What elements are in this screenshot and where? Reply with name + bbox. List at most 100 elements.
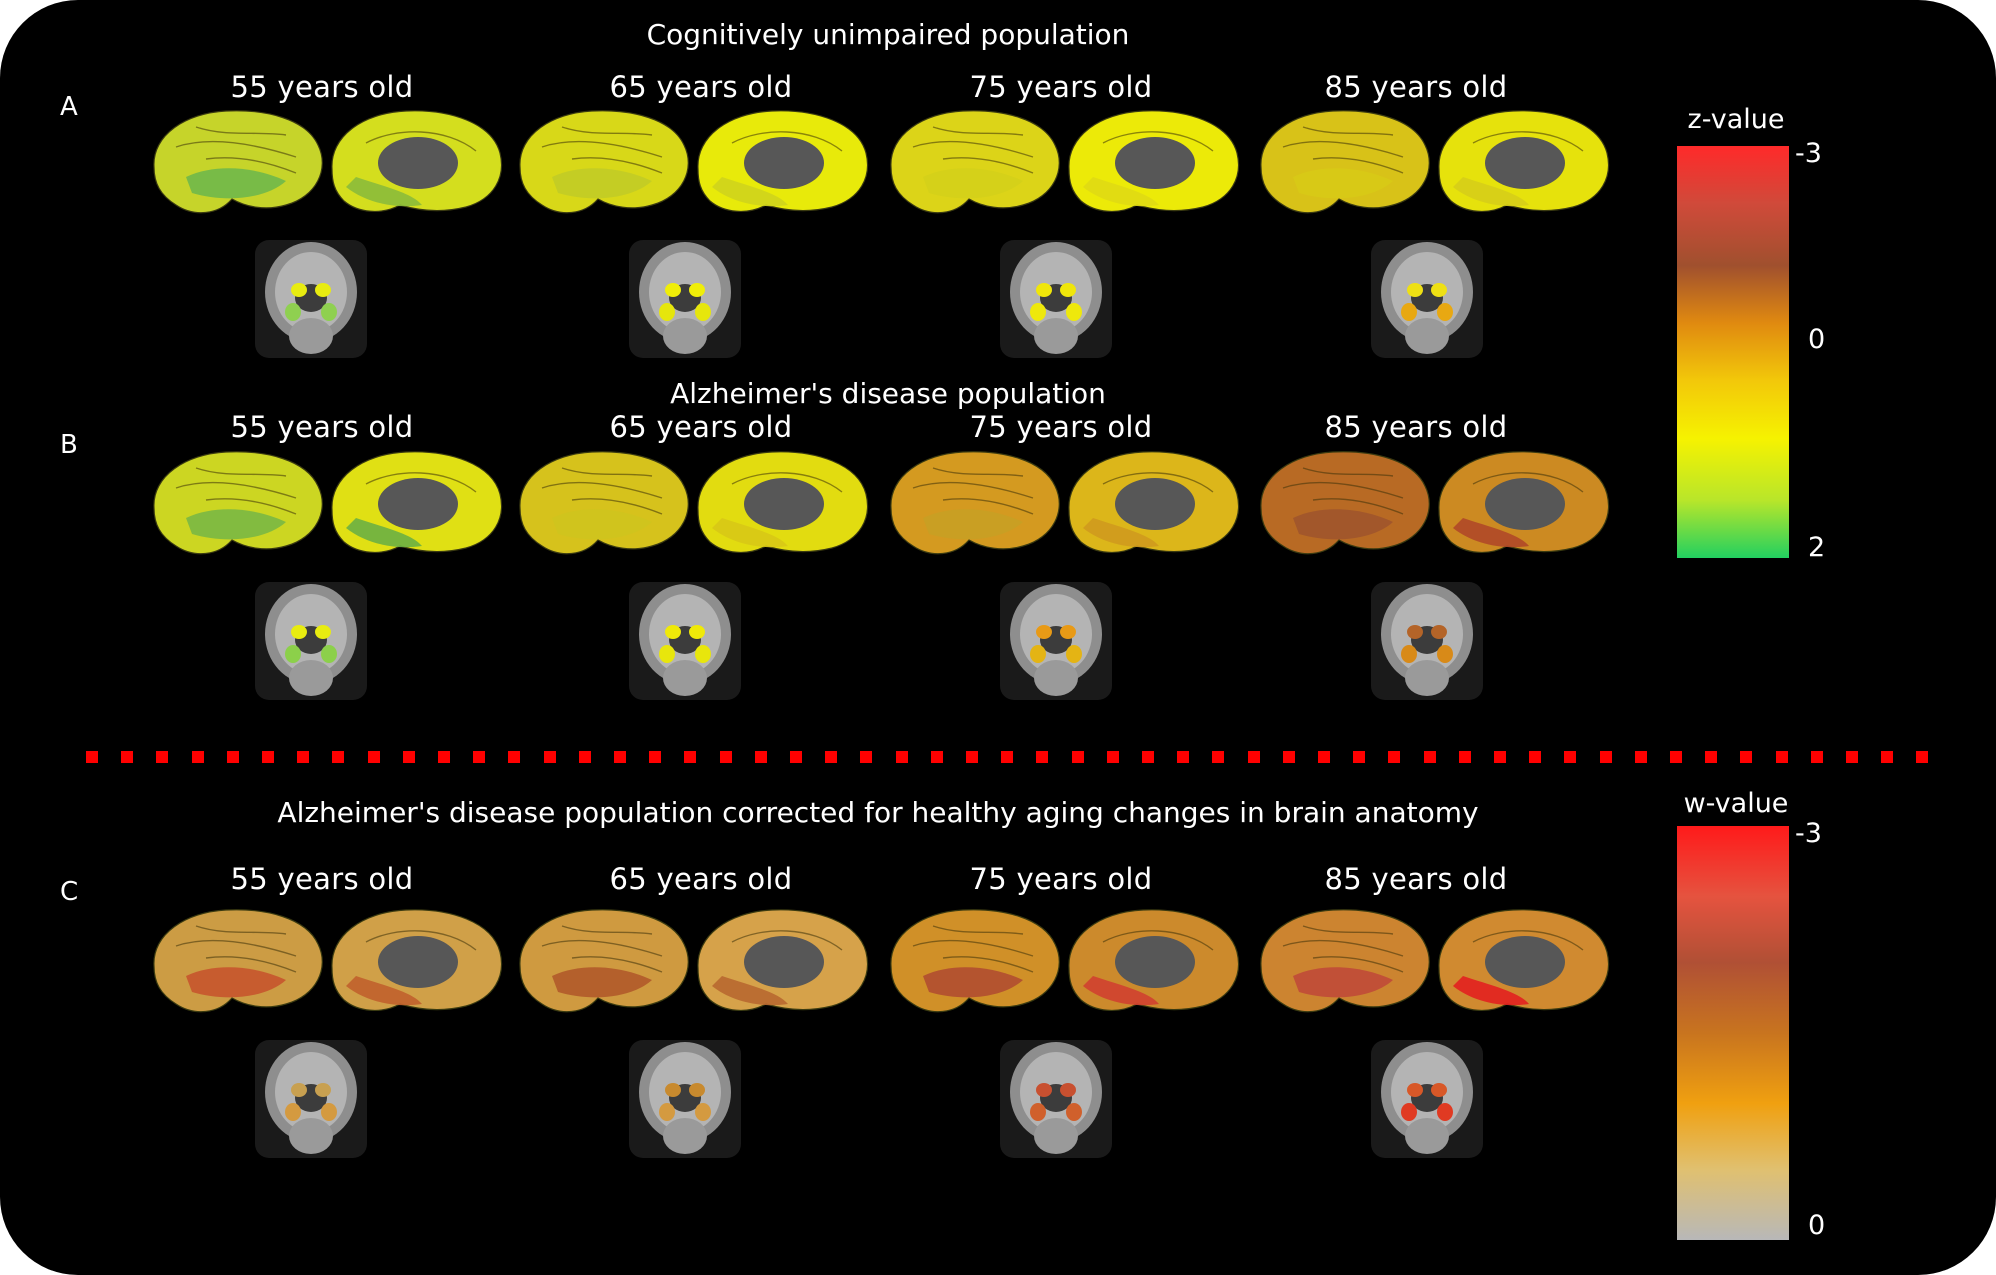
mri-coronal-slice <box>255 582 367 700</box>
divider-dot <box>790 751 802 763</box>
brain-lateral-view <box>153 909 323 1013</box>
divider-dot <box>1705 751 1717 763</box>
brain-lateral-view <box>153 451 323 555</box>
divider-dot <box>227 751 239 763</box>
divider-dot <box>1529 751 1541 763</box>
mri-coronal-slice <box>1371 1040 1483 1158</box>
age-label: 85 years old <box>1324 70 1508 104</box>
brain-medial-view <box>331 451 502 553</box>
colorbar-w <box>1677 826 1789 1240</box>
mri-coronal-slice <box>255 240 367 358</box>
divider-dot <box>1212 751 1224 763</box>
divider-dot <box>262 751 274 763</box>
brain-medial-view <box>331 110 502 212</box>
panel-a-label: A <box>60 92 78 122</box>
divider-dot <box>1142 751 1154 763</box>
divider-dot <box>755 751 767 763</box>
brain-lateral-view <box>519 451 689 555</box>
divider-dot <box>896 751 908 763</box>
divider-dot <box>1353 751 1365 763</box>
brain-medial-view <box>1438 909 1609 1011</box>
mri-coronal-slice <box>1000 1040 1112 1158</box>
divider-dot <box>1107 751 1119 763</box>
divider-dot <box>1881 751 1893 763</box>
colorbar-z-tick: 2 <box>1808 532 1826 563</box>
panel-c-label: C <box>60 877 79 907</box>
divider-dot <box>297 751 309 763</box>
age-label: 75 years old <box>969 862 1153 896</box>
divider-dot <box>473 751 485 763</box>
brain-lateral-view <box>1260 909 1430 1013</box>
brain-medial-view <box>1068 110 1239 212</box>
divider-dot <box>579 751 591 763</box>
age-label: 85 years old <box>1324 862 1508 896</box>
brain-medial-view <box>697 110 868 212</box>
divider-dot <box>1424 751 1436 763</box>
divider-dot <box>544 751 556 763</box>
mri-coronal-slice <box>629 1040 741 1158</box>
brain-medial-view <box>1438 110 1609 212</box>
age-label: 75 years old <box>969 410 1153 444</box>
divider-dot <box>1072 751 1084 763</box>
brain-medial-view <box>331 909 502 1011</box>
brain-lateral-view <box>519 909 689 1013</box>
mri-coronal-slice <box>1371 240 1483 358</box>
divider-dot <box>1670 751 1682 763</box>
divider-dot <box>720 751 732 763</box>
mri-coronal-slice <box>1371 582 1483 700</box>
brain-medial-view <box>1068 451 1239 553</box>
divider-dot <box>403 751 415 763</box>
divider-dot <box>1740 751 1752 763</box>
mri-coronal-slice <box>1000 240 1112 358</box>
age-label: 65 years old <box>609 862 793 896</box>
colorbar-z-tick: -3 <box>1795 138 1822 169</box>
brain-lateral-view <box>519 110 689 214</box>
panel-b-title: Alzheimer's disease population <box>670 377 1106 410</box>
divider-dot <box>156 751 168 763</box>
divider-dot <box>1283 751 1295 763</box>
divider-dot <box>1248 751 1260 763</box>
divider-dot <box>1600 751 1612 763</box>
brain-medial-view <box>1438 451 1609 553</box>
divider-dot <box>438 751 450 763</box>
divider-dot <box>1036 751 1048 763</box>
colorbar-z-tick: 0 <box>1808 324 1826 355</box>
divider-dot <box>614 751 626 763</box>
divider-dot <box>1459 751 1471 763</box>
divider-dot <box>1811 751 1823 763</box>
divider-dot <box>1776 751 1788 763</box>
mri-coronal-slice <box>255 1040 367 1158</box>
divider-dot <box>1846 751 1858 763</box>
brain-medial-view <box>697 451 868 553</box>
brain-lateral-view <box>153 110 323 214</box>
panel-b-label: B <box>60 430 78 460</box>
divider-dot <box>825 751 837 763</box>
mri-coronal-slice <box>629 240 741 358</box>
panel-a-title: Cognitively unimpaired population <box>646 18 1130 51</box>
divider-dot <box>931 751 943 763</box>
mri-coronal-slice <box>1000 582 1112 700</box>
colorbar-w-title: w-value <box>1683 788 1789 819</box>
divider-dot <box>1001 751 1013 763</box>
divider-dot <box>684 751 696 763</box>
divider-dot <box>86 751 98 763</box>
colorbar-w-tick: -3 <box>1795 818 1822 849</box>
divider-dot <box>966 751 978 763</box>
brain-lateral-view <box>1260 110 1430 214</box>
divider-dot <box>1635 751 1647 763</box>
divider-dot <box>649 751 661 763</box>
age-label: 75 years old <box>969 70 1153 104</box>
divider-dot <box>1916 751 1928 763</box>
divider-dot <box>121 751 133 763</box>
brain-lateral-view <box>890 110 1060 214</box>
brain-medial-view <box>1068 909 1239 1011</box>
age-label: 85 years old <box>1324 410 1508 444</box>
age-label: 65 years old <box>609 70 793 104</box>
divider-dot <box>332 751 344 763</box>
divider-dot <box>1177 751 1189 763</box>
divider-dot <box>1318 751 1330 763</box>
divider-dot <box>1494 751 1506 763</box>
colorbar-w-tick: 0 <box>1808 1210 1826 1241</box>
mri-coronal-slice <box>629 582 741 700</box>
